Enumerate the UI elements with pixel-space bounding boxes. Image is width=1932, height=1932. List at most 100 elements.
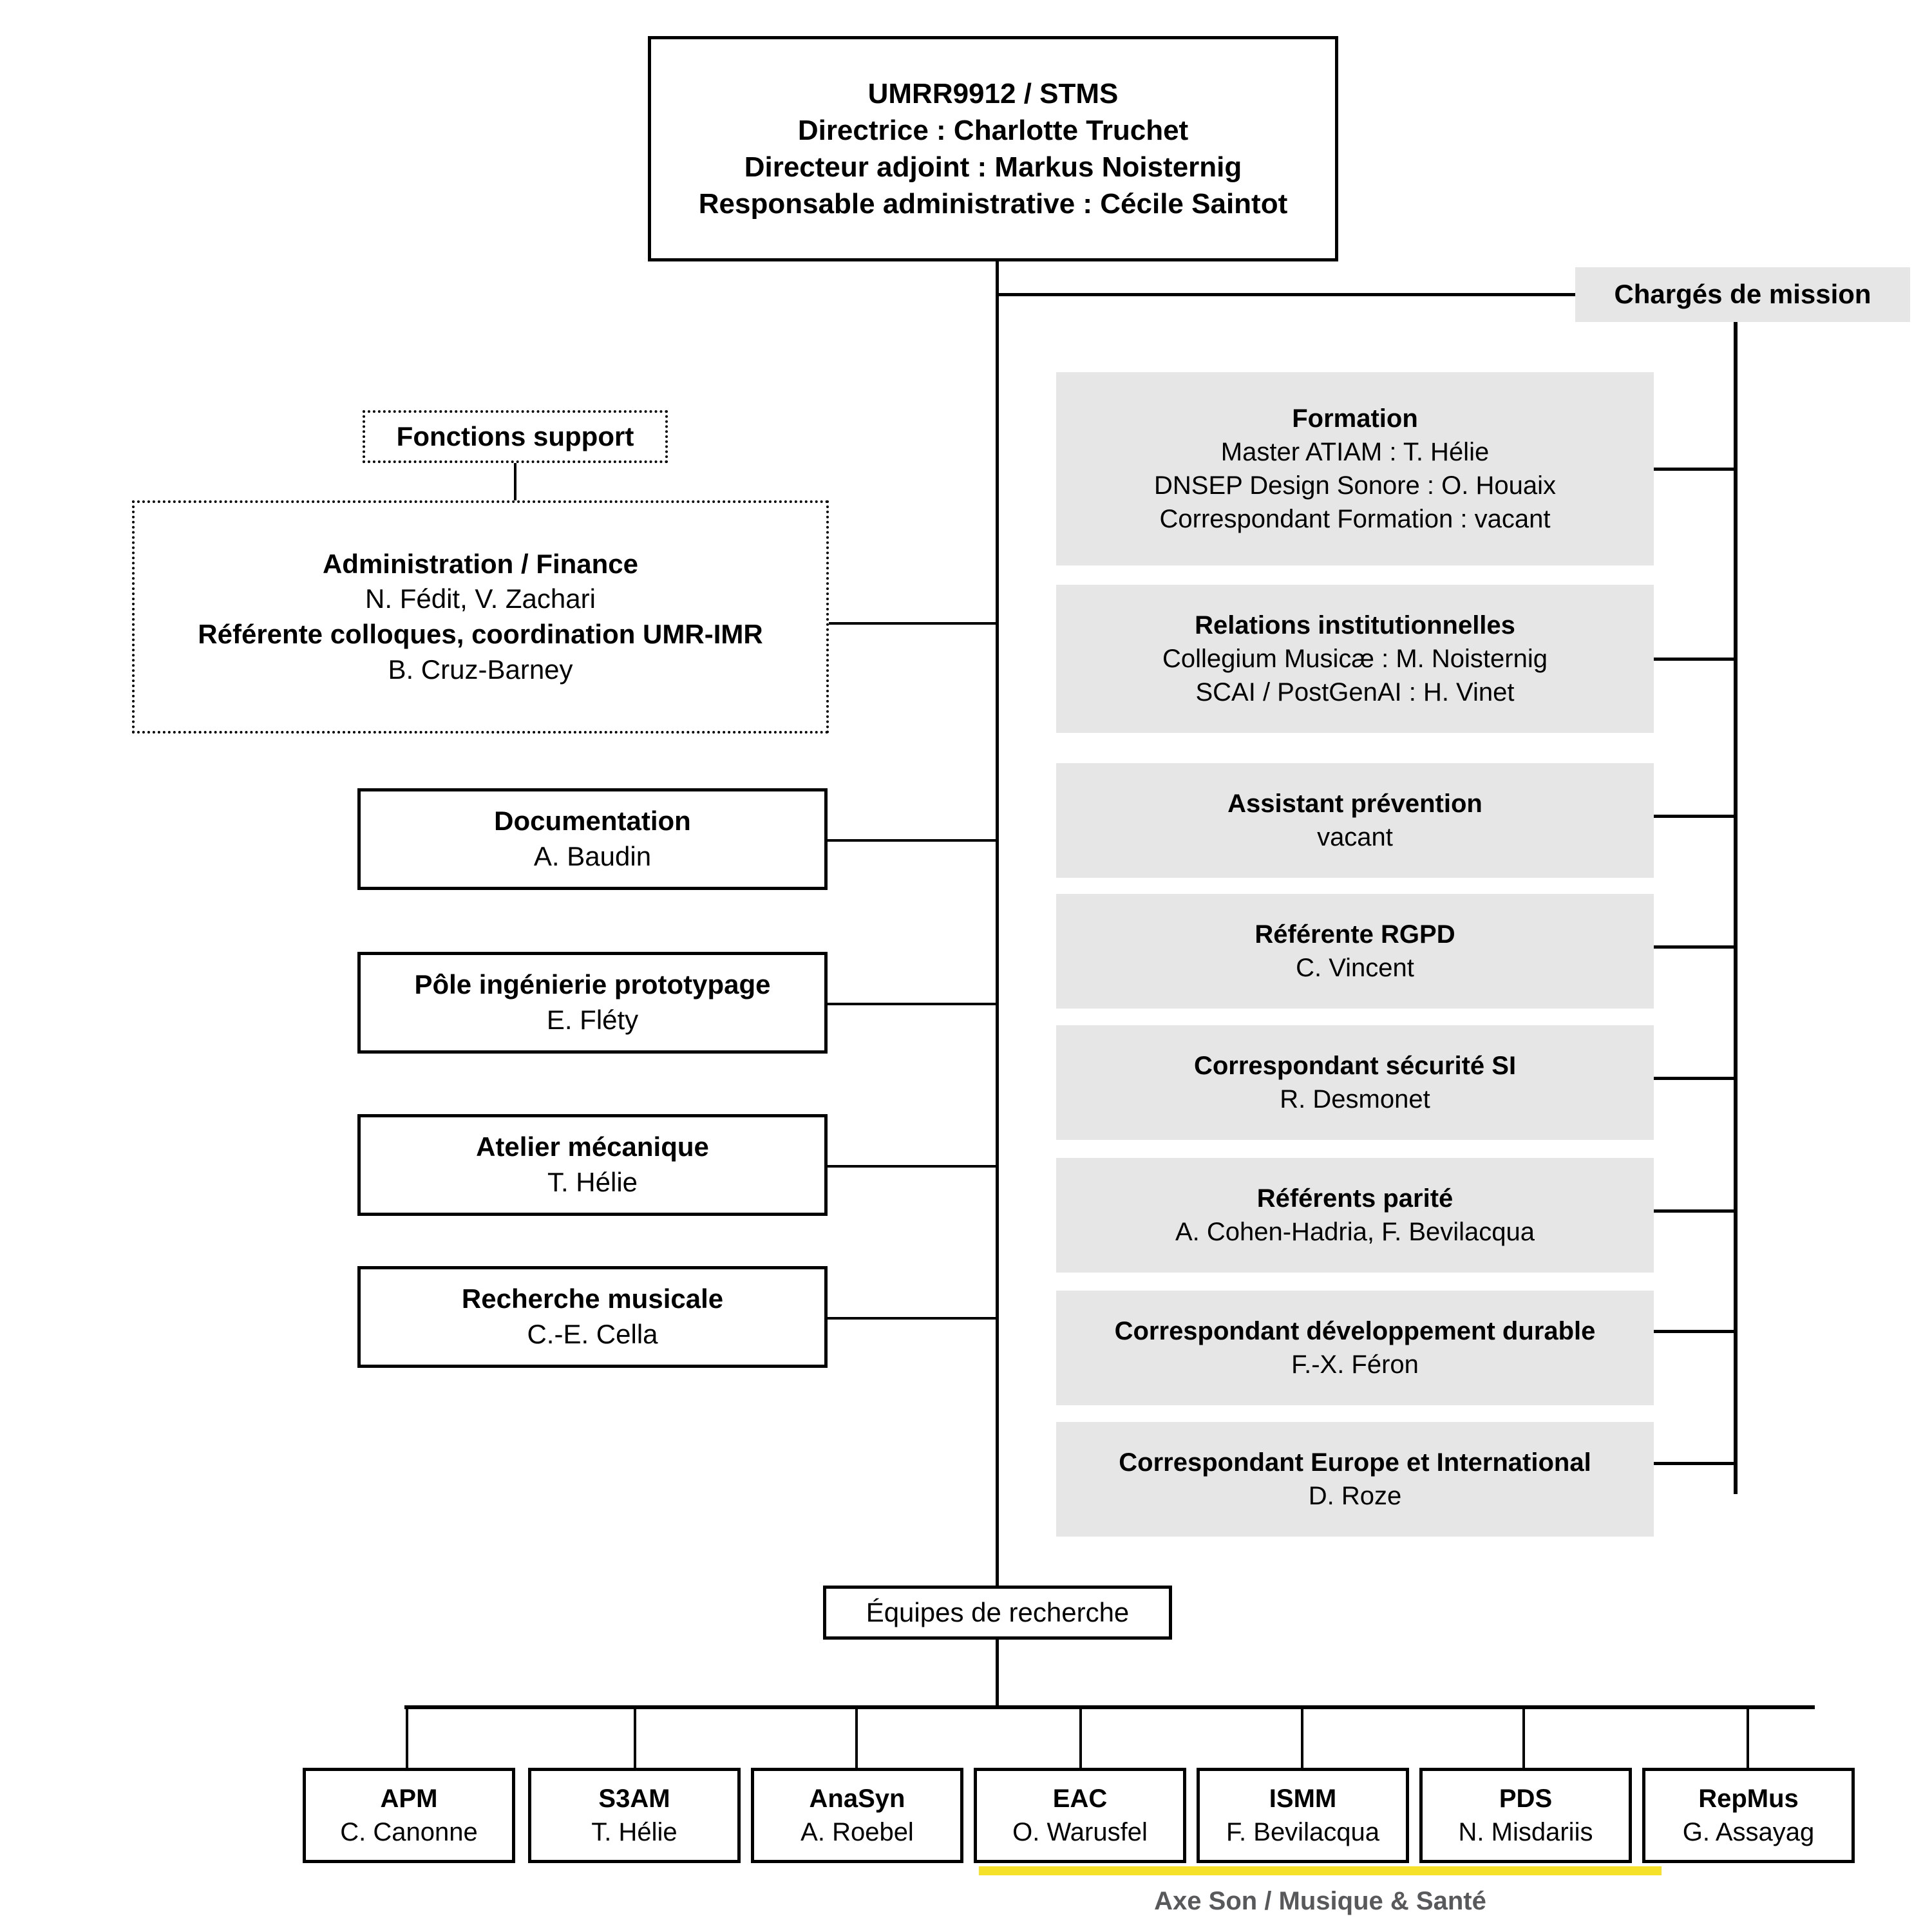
charges-item-title: Correspondant développement durable — [1114, 1317, 1596, 1345]
charges-item-referents-parite[interactable]: Référents parité A. Cohen-Hadria, F. Bev… — [1056, 1158, 1654, 1273]
connector-charges-0 — [1654, 468, 1736, 471]
charges-de-mission-header[interactable]: Chargés de mission — [1575, 267, 1910, 322]
charges-item-title: Assistant prévention — [1227, 790, 1482, 818]
administration-finance-box[interactable]: Administration / Finance N. Fédit, V. Za… — [132, 500, 829, 734]
trunk-main-vertical — [996, 261, 999, 1614]
administration-title: Administration / Finance — [322, 548, 639, 579]
team-drop-eac — [1079, 1705, 1082, 1776]
connector-charges-5 — [1654, 1209, 1736, 1213]
connector-charges-6 — [1654, 1330, 1736, 1333]
connector-documentation-to-trunk — [828, 839, 998, 842]
support-unit-pole-ingenierie-prototypage[interactable]: Pôle ingénierie prototypage E. Fléty — [357, 952, 828, 1054]
team-name: RepMus — [1698, 1785, 1799, 1813]
charges-item-line: Collegium Musicæ : M. Noisternig — [1162, 645, 1548, 673]
team-lead: G. Assayag — [1682, 1818, 1815, 1846]
team-lead: A. Roebel — [800, 1818, 914, 1846]
administration-names: N. Fédit, V. Zachari — [365, 583, 596, 614]
equipes-de-recherche-node[interactable]: Équipes de recherche — [823, 1586, 1172, 1640]
charges-item-line: SCAI / PostGenAI : H. Vinet — [1195, 678, 1515, 706]
charges-item-line: DNSEP Design Sonore : O. Houaix — [1153, 471, 1556, 500]
charges-item-line: F.-X. Féron — [1291, 1350, 1419, 1379]
team-drop-repmus — [1747, 1705, 1749, 1776]
support-unit-person: A. Baudin — [533, 841, 652, 871]
support-unit-title: Documentation — [494, 806, 691, 837]
support-unit-title: Recherche musicale — [461, 1283, 724, 1314]
connector-charges-7 — [1654, 1462, 1736, 1465]
team-lead: N. Misdariis — [1458, 1818, 1593, 1846]
equipes-header-label: Équipes de recherche — [866, 1596, 1130, 1627]
connector-charges-4 — [1654, 1077, 1736, 1080]
root-node[interactable]: UMRR9912 / STMS Directrice : Charlotte T… — [648, 36, 1338, 261]
team-box-anasyn[interactable]: AnaSyn A. Roebel — [751, 1768, 963, 1863]
support-unit-documentation[interactable]: Documentation A. Baudin — [357, 788, 828, 890]
charges-item-title: Correspondant Europe et International — [1119, 1448, 1591, 1477]
charges-item-line: vacant — [1317, 823, 1393, 851]
connector-pole-to-trunk — [828, 1003, 998, 1005]
charges-vertical-bus — [1734, 322, 1738, 1494]
charges-item-title: Référente RGPD — [1255, 920, 1455, 949]
charges-item-correspondant-developpement-durable[interactable]: Correspondant développement durable F.-X… — [1056, 1291, 1654, 1405]
charges-item-referente-rgpd[interactable]: Référente RGPD C. Vincent — [1056, 894, 1654, 1009]
team-box-repmus[interactable]: RepMus G. Assayag — [1642, 1768, 1855, 1863]
axe-son-musique-sante-caption: Axe Son / Musique & Santé — [1154, 1887, 1486, 1915]
team-box-apm[interactable]: APM C. Canonne — [303, 1768, 515, 1863]
charges-item-line: R. Desmonet — [1280, 1085, 1430, 1113]
support-unit-atelier-mecanique[interactable]: Atelier mécanique T. Hélie — [357, 1114, 828, 1216]
support-unit-title: Pôle ingénierie prototypage — [414, 969, 771, 1000]
administration-role-2: Référente colloques, coordination UMR-IM… — [198, 619, 763, 649]
team-box-s3am[interactable]: S3AM T. Hélie — [528, 1768, 741, 1863]
team-name: AnaSyn — [809, 1785, 905, 1813]
team-lead: C. Canonne — [340, 1818, 478, 1846]
support-unit-title: Atelier mécanique — [476, 1132, 709, 1162]
team-drop-anasyn — [855, 1705, 858, 1776]
connector-recherche-to-trunk — [828, 1317, 998, 1320]
team-box-eac[interactable]: EAC O. Warusfel — [974, 1768, 1186, 1863]
root-title: UMRR9912 / STMS — [867, 77, 1119, 109]
charges-header-label: Chargés de mission — [1614, 279, 1871, 310]
team-lead: F. Bevilacqua — [1226, 1818, 1379, 1846]
support-unit-person: T. Hélie — [547, 1167, 638, 1197]
charges-item-title: Correspondant sécurité SI — [1193, 1052, 1517, 1080]
connector-root-to-charges — [996, 293, 1575, 296]
administration-names-2: B. Cruz-Barney — [388, 654, 573, 685]
root-line-0: Directrice : Charlotte Truchet — [797, 114, 1189, 146]
connector-equipes-down — [996, 1640, 999, 1707]
teams-horizontal-bus — [404, 1705, 1815, 1709]
fonctions-support-label: Fonctions support — [396, 421, 634, 451]
team-lead: O. Warusfel — [1012, 1818, 1148, 1846]
team-name: ISMM — [1269, 1785, 1337, 1813]
charges-item-correspondant-europe-international[interactable]: Correspondant Europe et International D.… — [1056, 1422, 1654, 1537]
charges-item-line: Master ATIAM : T. Hélie — [1220, 438, 1490, 466]
charges-item-title: Référents parité — [1256, 1184, 1454, 1213]
team-drop-ismm — [1301, 1705, 1303, 1776]
connector-charges-2 — [1654, 815, 1736, 818]
charges-item-line: C. Vincent — [1296, 954, 1414, 982]
charges-item-line: A. Cohen-Hadria, F. Bevilacqua — [1175, 1218, 1535, 1246]
connector-admin-to-trunk — [829, 622, 998, 625]
team-lead: T. Hélie — [591, 1818, 677, 1846]
team-drop-apm — [406, 1705, 408, 1776]
team-box-ismm[interactable]: ISMM F. Bevilacqua — [1197, 1768, 1409, 1863]
support-unit-recherche-musicale[interactable]: Recherche musicale C.-E. Cella — [357, 1266, 828, 1368]
team-name: APM — [380, 1785, 438, 1813]
team-drop-pds — [1522, 1705, 1525, 1776]
charges-item-correspondant-securite-si[interactable]: Correspondant sécurité SI R. Desmonet — [1056, 1025, 1654, 1140]
fonctions-support-header[interactable]: Fonctions support — [363, 410, 668, 463]
charges-item-relations-institutionnelles[interactable]: Relations institutionnelles Collegium Mu… — [1056, 585, 1654, 733]
charges-item-line: D. Roze — [1308, 1482, 1402, 1510]
root-line-2: Responsable administrative : Cécile Sain… — [698, 188, 1288, 220]
team-name: PDS — [1499, 1785, 1553, 1813]
charges-item-formation[interactable]: Formation Master ATIAM : T. Hélie DNSEP … — [1056, 372, 1654, 565]
support-unit-person: E. Fléty — [546, 1005, 639, 1035]
team-name: EAC — [1052, 1785, 1108, 1813]
connector-atelier-to-trunk — [828, 1165, 998, 1168]
charges-item-line: Correspondant Formation : vacant — [1159, 505, 1551, 533]
axe-son-musique-sante-rule — [979, 1866, 1662, 1875]
connector-charges-3 — [1654, 945, 1736, 949]
team-box-pds[interactable]: PDS N. Misdariis — [1419, 1768, 1632, 1863]
charges-item-title: Relations institutionnelles — [1195, 611, 1515, 639]
support-unit-person: C.-E. Cella — [527, 1319, 658, 1349]
root-line-1: Directeur adjoint : Markus Noisternig — [744, 151, 1242, 183]
charges-item-assistant-prevention[interactable]: Assistant prévention vacant — [1056, 763, 1654, 878]
